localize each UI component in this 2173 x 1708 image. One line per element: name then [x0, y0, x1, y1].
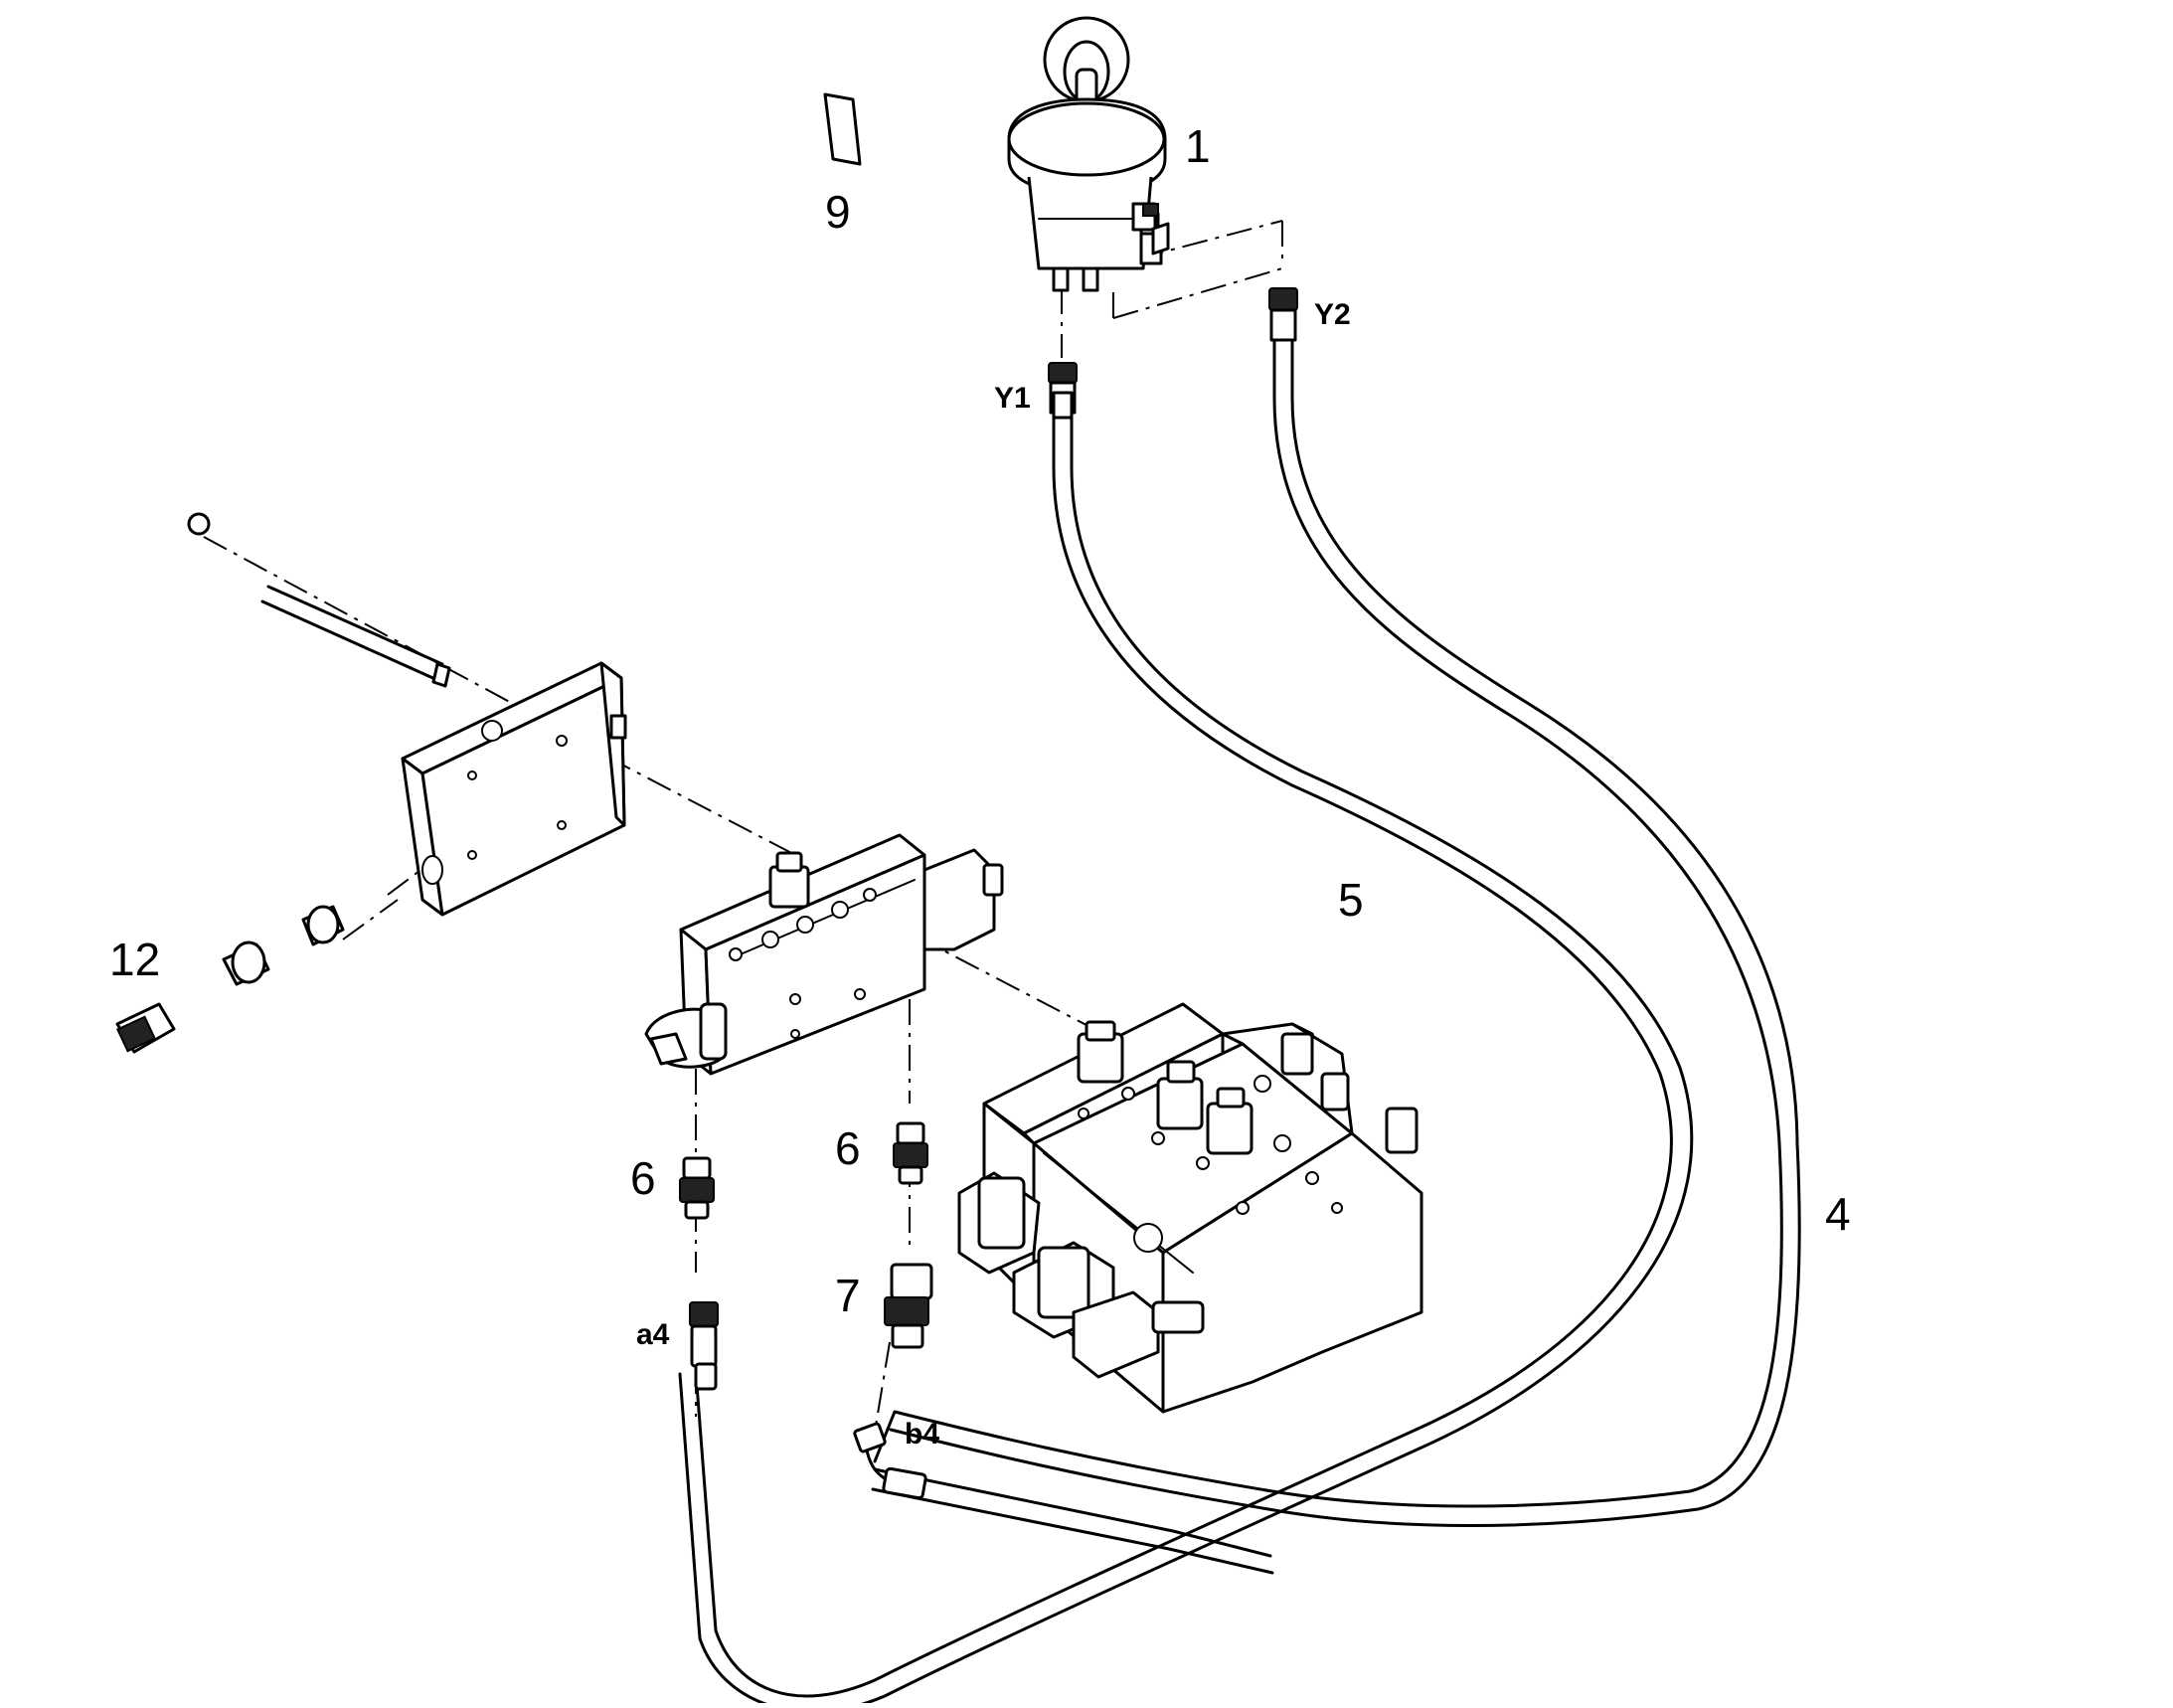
callout-9: 9 — [825, 186, 851, 238]
adapter-6-left — [679, 1156, 715, 1220]
port-label-y1: Y1 — [994, 382, 1031, 415]
callout-12: 12 — [109, 934, 161, 985]
hose-b4 — [863, 1435, 1274, 1575]
fitting-y1 — [1048, 362, 1078, 420]
main-control-valve — [957, 1002, 1423, 1414]
section-valve-block — [644, 833, 1004, 1076]
label-plate — [823, 92, 862, 166]
port-label-b4: b4 — [905, 1418, 940, 1451]
hose-5 — [678, 396, 1694, 1708]
hose-4 — [873, 316, 1801, 1527]
port-label-y2: Y2 — [1314, 298, 1351, 331]
intermediate-plate — [401, 661, 627, 917]
fitting-7 — [884, 1263, 933, 1349]
callout-6-left: 6 — [630, 1152, 656, 1204]
callout-1: 1 — [1185, 120, 1211, 172]
port-label-a4: a4 — [636, 1318, 670, 1351]
fitting-y2 — [1268, 287, 1298, 342]
fitting-b4 — [853, 1422, 927, 1500]
callout-4: 4 — [1825, 1188, 1851, 1240]
callout-6-right: 6 — [835, 1122, 861, 1174]
callout-7: 7 — [835, 1270, 861, 1321]
adapter-6-right — [893, 1121, 928, 1185]
callout-5: 5 — [1338, 874, 1364, 926]
pilot-control-valve — [1007, 16, 1170, 292]
fitting-12 — [115, 905, 345, 1054]
mounting-bolt — [187, 512, 451, 688]
fitting-a4 — [689, 1301, 719, 1391]
